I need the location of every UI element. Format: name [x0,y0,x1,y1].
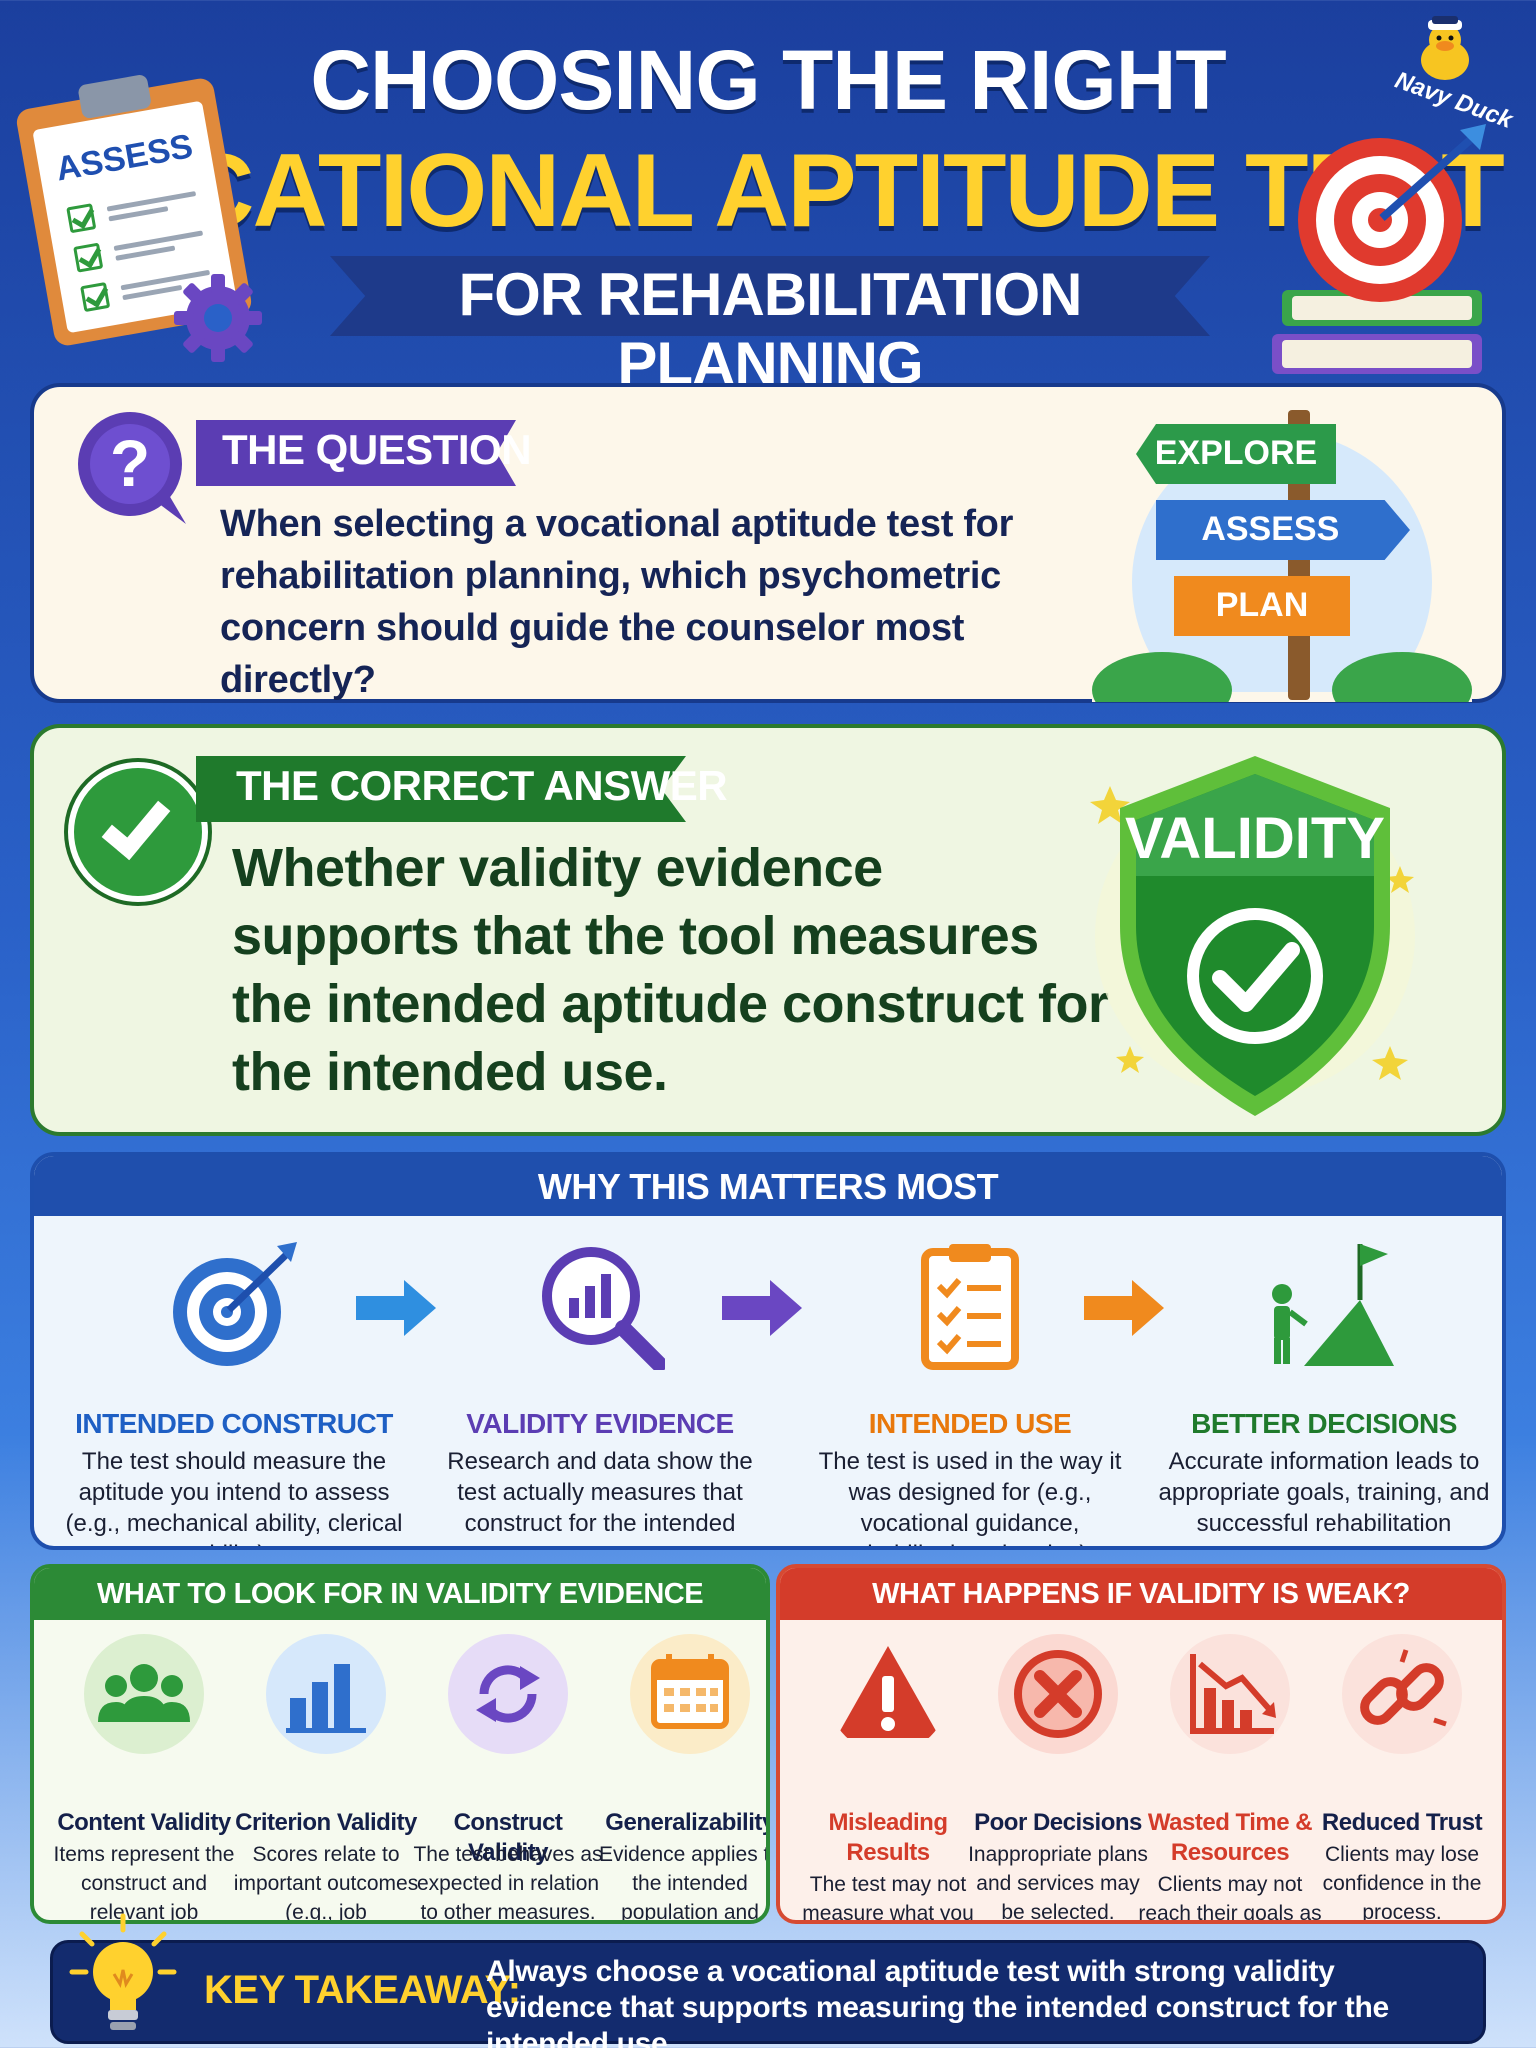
weak-head: Reduced Trust [1321,1809,1483,1836]
broken-link-icon [1342,1634,1462,1754]
bar-chart-icon [266,1634,386,1754]
title-main: VOCATIONAL APTITUDE TEST [33,133,1505,249]
key-takeaway-label: KEY TAKEAWAY: [204,1968,521,2012]
why-body: The test is used in the way it was desig… [818,1448,1122,1546]
calendar-icon [630,1634,750,1754]
svg-text:?: ? [110,426,150,500]
shield-label: VALIDITY [1125,806,1385,871]
why-head: VALIDITY EVIDENCE [466,1408,734,1439]
sign-plan: PLAN [1174,576,1350,636]
arrow-right-icon [722,1280,802,1336]
why-head: BETTER DECISIONS [1191,1408,1457,1439]
weak-body: Clients may lose confidence in the proce… [1322,1843,1482,1924]
look-head: Generalizability [605,1809,770,1836]
weak-title: WHAT HAPPENS IF VALIDITY IS WEAK? [872,1578,1410,1610]
look-head: Content Validity [57,1809,231,1836]
subtitle-ribbon [330,256,1210,336]
weak-body: Inappropriate plans and services may be … [968,1843,1148,1924]
look-title: WHAT TO LOOK FOR IN VALIDITY EVIDENCE [96,1578,704,1610]
checkmark-circle-icon [68,762,208,902]
question-text: When selecting a vocational aptitude tes… [220,503,1014,701]
validity-shield-icon: VALIDITY [1090,756,1415,1116]
weak-head: Poor Decisions [974,1809,1142,1836]
look-header [34,1568,766,1620]
why-header [34,1156,1502,1216]
target-icon [173,1242,297,1366]
look-body: The test behaves as expected in relation… [413,1843,603,1924]
look-for-card: WHAT TO LOOK FOR IN VALIDITY EVIDENCE Co… [30,1564,770,1924]
arrow-right-icon [356,1280,436,1336]
sign-assess: ASSESS [1156,500,1410,560]
weak-head: Wasted Time & Resources [1147,1809,1313,1866]
title-top: CHOOSING THE RIGHT [310,33,1226,127]
why-body: Research and data show the test actually… [447,1448,753,1546]
declining-chart-icon [1170,1634,1290,1754]
sign-explore: EXPLORE [1136,424,1336,484]
warning-icon [836,1646,940,1738]
magnifier-chart-icon [542,1247,665,1370]
person-flag-hill-icon [1272,1244,1394,1366]
why-body: Accurate information leads to appropriat… [1158,1448,1490,1546]
key-takeaway-text: Always choose a vocational aptitude test… [486,1955,1389,2048]
weak-body: The test may not measure what you think … [802,1873,974,1924]
why-title: WHY THIS MATTERS MOST [537,1166,999,1207]
look-body: Scores relate to important outcomes (e.g… [233,1843,419,1924]
weak-body: Clients may not reach their goals as eff… [1138,1873,1322,1924]
why-head: INTENDED USE [868,1408,1072,1439]
validity-weak-card: WHAT HAPPENS IF VALIDITY IS WEAK? Mislea… [776,1564,1506,1924]
look-body: Items represent the construct and releva… [53,1843,235,1924]
look-body: Evidence applies to the intended populat… [598,1843,770,1924]
answer-text: Whether validity evidence supports that … [232,838,1109,1102]
question-banner [196,420,516,486]
why-body: The test should measure the aptitude you… [65,1448,403,1546]
arrow-right-icon [1084,1280,1164,1336]
x-circle-icon [998,1634,1118,1754]
why-matters-card: WHY THIS MATTERS MOST INTENDED CONSTRUCT… [30,1152,1506,1550]
answer-banner [196,756,686,822]
key-takeaway-banner [50,1940,1486,2044]
question-bubble-icon: ? [78,412,186,524]
weak-head: Misleading Results [828,1809,948,1866]
group-people-icon [84,1634,204,1754]
look-head: Construct Validity [453,1809,563,1866]
lightbulb-icon [69,1913,177,2030]
target-icon [1298,124,1486,302]
clipboard-checklist-icon [921,1244,1019,1370]
look-head: Criterion Validity [235,1809,417,1836]
subtitle: FOR REHABILITATION PLANNING [458,261,1082,397]
books-icon [1272,290,1482,374]
gear-icon [174,274,262,362]
weak-header [780,1568,1502,1620]
cycle-arrows-icon [448,1634,568,1754]
answer-label: THE CORRECT ANSWER [236,762,728,809]
clipboard-label: ASSESS [53,127,196,189]
duck-logo-icon [1421,16,1469,80]
question-label: THE QUESTION [222,426,532,473]
why-head: INTENDED CONSTRUCT [75,1408,393,1439]
